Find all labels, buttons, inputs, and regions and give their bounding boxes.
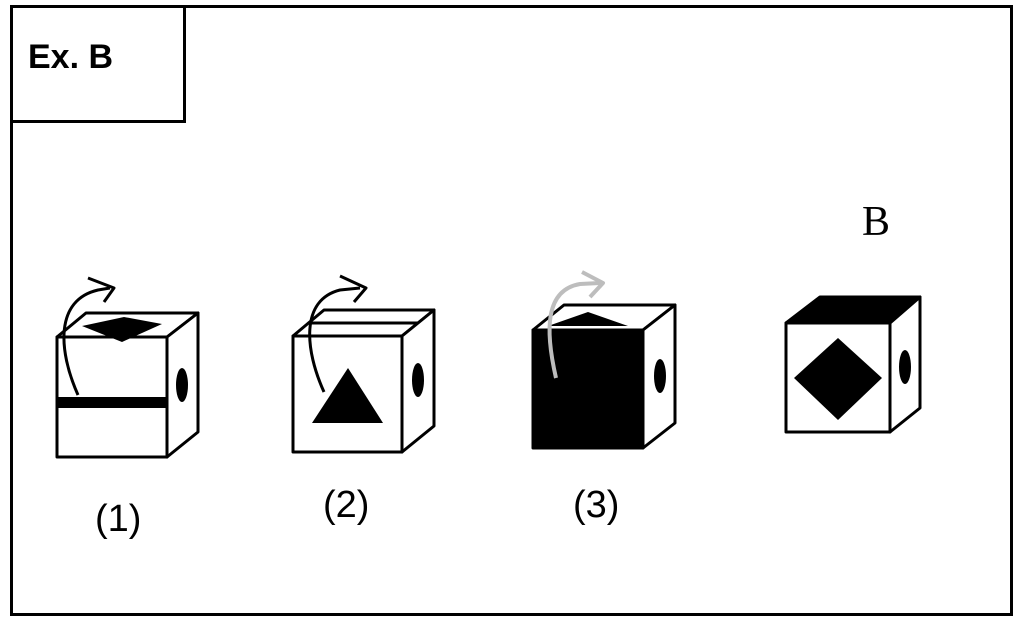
- cube-2: [293, 276, 434, 452]
- cube-4: [786, 297, 920, 432]
- cube-1: [57, 278, 198, 457]
- cube-4-oval: [899, 350, 911, 384]
- cube-1-oval: [176, 368, 188, 402]
- cube-3: [533, 272, 675, 448]
- cube-2-oval: [412, 363, 424, 397]
- cube-1-band: [57, 397, 167, 408]
- cube-3-oval: [654, 359, 666, 393]
